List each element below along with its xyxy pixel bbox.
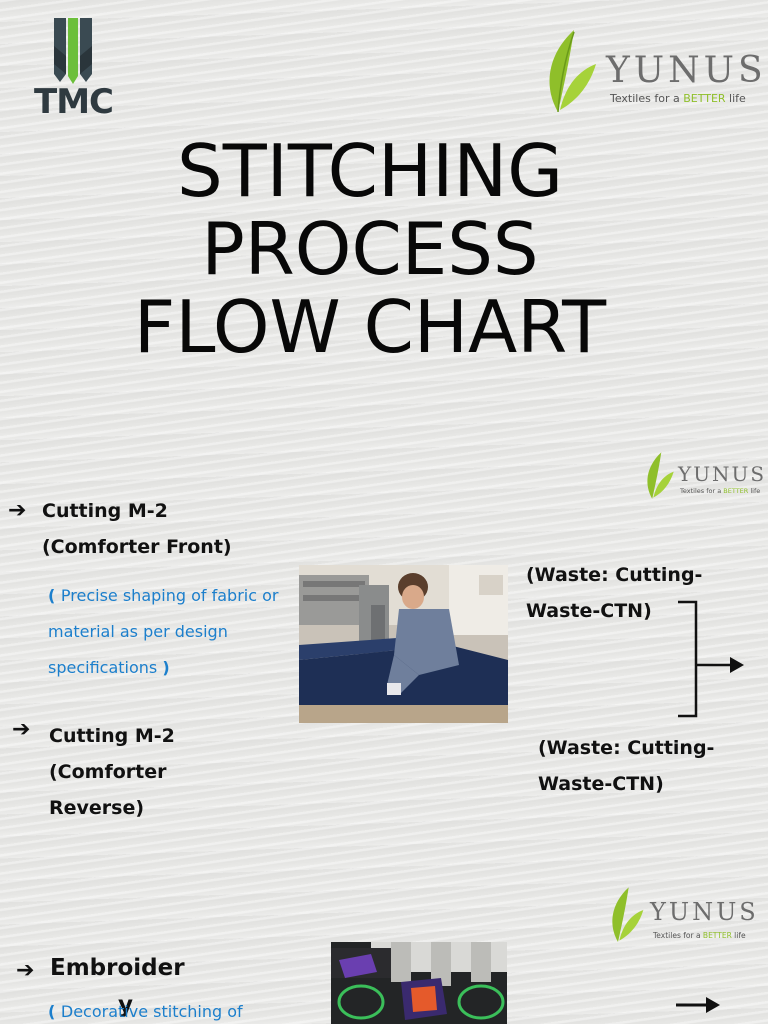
arrow-right-icon: ➔ <box>12 717 31 742</box>
cutting-machine-photo <box>299 565 508 723</box>
step-label: Embroider <box>50 955 185 981</box>
tagline-better: BETTER <box>683 92 726 105</box>
step-description: ( Decorative stitching of <box>48 1002 243 1021</box>
arrow-right-icon: ➔ <box>16 958 35 983</box>
title-line: PROCESS <box>201 207 539 291</box>
desc-text: Precise shaping of fabric or <box>60 586 279 605</box>
step-label: y <box>118 992 133 1018</box>
leaf-logo-icon <box>612 887 644 942</box>
tmc-logo-icon <box>54 18 92 84</box>
desc-text: Decorative stitching of <box>60 1002 243 1021</box>
desc-text: specifications <box>48 658 163 677</box>
tagline-better: BETTER <box>702 931 732 940</box>
title-line: STITCHING <box>177 129 563 213</box>
step-label: (Comforter Front) <box>42 536 232 558</box>
step-label: Cutting M-2 (Comforter Reverse) <box>49 718 175 826</box>
embroidery-machine-photo <box>331 942 507 1024</box>
leaf-logo-icon <box>647 452 674 499</box>
desc-paren: ) <box>162 658 170 677</box>
yunus-tagline: Textiles for a BETTER life <box>680 487 760 495</box>
tagline-text: Textiles for a <box>610 92 684 105</box>
waste-label: (Waste: Cutting- Waste-CTN) <box>538 730 764 802</box>
tagline-text: Textiles for a <box>680 487 724 495</box>
tagline-text: life <box>748 487 761 495</box>
tagline-better: BETTER <box>723 487 749 495</box>
tagline-text: Textiles for a <box>653 931 703 940</box>
desc-paren: ( <box>48 586 61 605</box>
yunus-tagline: Textiles for a BETTER life <box>653 931 746 940</box>
waste-line: Waste-CTN) <box>526 600 652 622</box>
waste-label: (Waste: Cutting- Waste-CTN) <box>526 557 756 629</box>
waste-line: (Waste: Cutting- <box>538 737 715 759</box>
step-label-line: (Comforter <box>49 761 167 783</box>
waste-line: (Waste: Cutting- <box>526 564 703 586</box>
yunus-wordmark: YUNUS <box>650 898 759 926</box>
tmc-wordmark: TMC <box>34 82 114 122</box>
bracket-arrow-icon <box>678 600 744 718</box>
step-label: Cutting M-2 <box>42 500 168 522</box>
desc-paren: ( <box>48 1002 61 1021</box>
waste-line: Waste-CTN) <box>538 773 664 795</box>
yunus-wordmark: YUNUS <box>678 462 767 486</box>
step-label-line: Reverse) <box>49 797 145 819</box>
arrow-right-icon: ➔ <box>8 498 27 523</box>
title-line: FLOW CHART <box>133 285 607 369</box>
page-title: STITCHING PROCESS FLOW CHART <box>0 132 740 366</box>
yunus-wordmark: YUNUS <box>606 50 767 91</box>
tagline-text: life <box>731 931 746 940</box>
leaf-logo-icon <box>549 30 596 113</box>
yunus-tagline: Textiles for a BETTER life <box>610 92 746 105</box>
step-description: ( Precise shaping of fabric or material … <box>48 578 308 686</box>
arrow-right-icon <box>676 997 720 1013</box>
tagline-text: life <box>725 92 746 105</box>
step-label-line: Cutting M-2 <box>49 725 175 747</box>
desc-text: material as per design <box>48 622 228 641</box>
